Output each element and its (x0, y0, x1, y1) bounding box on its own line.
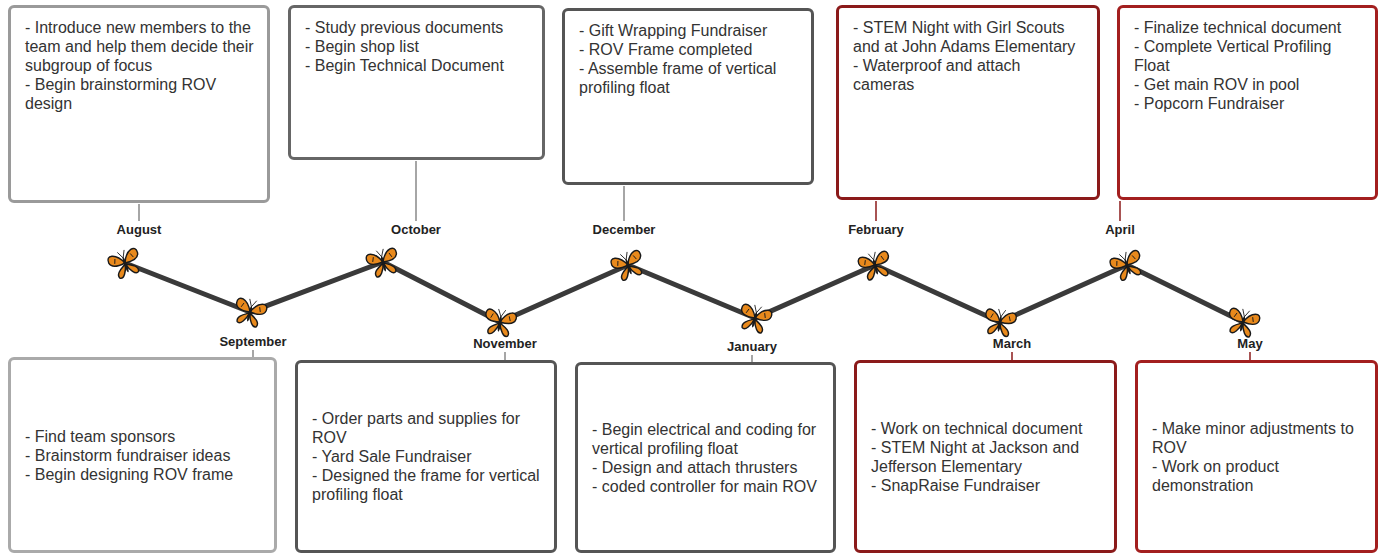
month-label: September (219, 334, 286, 349)
timeline-item: - STEM Night with Girl Scouts and at Joh… (853, 18, 1085, 56)
timeline-item: - Begin shop list (305, 37, 530, 56)
timeline-item: - Waterproof and attach cameras (853, 56, 1085, 94)
timeline-item: - Order parts and supplies for ROV (312, 409, 542, 447)
timeline-item: - ROV Frame completed (579, 40, 799, 59)
timeline-box: - STEM Night with Girl Scouts and at Joh… (836, 5, 1100, 200)
month-label: April (1105, 222, 1135, 237)
timeline-item: - Begin Technical Document (305, 56, 530, 75)
timeline-item: - Make minor adjustments to ROV (1152, 419, 1363, 457)
timeline-item: - STEM Night at Jackson and Jefferson El… (871, 438, 1102, 476)
timeline-item: - coded controller for main ROV (592, 477, 821, 496)
month-label: January (727, 339, 777, 354)
month-label: December (593, 222, 656, 237)
month-label: May (1237, 336, 1262, 351)
timeline-box: - Introduce new members to the team and … (8, 5, 270, 203)
month-label: March (993, 336, 1031, 351)
timeline-item: - Study previous documents (305, 18, 530, 37)
timeline-item: - Begin designing ROV frame (25, 465, 262, 484)
timeline-item: - Introduce new members to the team and … (25, 18, 255, 75)
month-label: October (391, 222, 441, 237)
timeline-item: - Brainstorm fundraiser ideas (25, 446, 262, 465)
timeline-box: - Make minor adjustments to ROV- Work on… (1135, 360, 1378, 553)
timeline-item: - Designed the frame for vertical profil… (312, 466, 542, 504)
butterflies (106, 246, 1261, 339)
timeline-line (125, 262, 1243, 322)
timeline-item: - Design and attach thrusters (592, 458, 821, 477)
timeline-box: - Begin electrical and coding for vertic… (575, 362, 836, 553)
timeline-item: - Begin electrical and coding for vertic… (592, 420, 821, 458)
timeline-item: - Begin brainstorming ROV design (25, 75, 255, 113)
timeline-box: - Find team sponsors- Brainstorm fundrai… (8, 357, 277, 553)
timeline-item: - Work on product demonstration (1152, 457, 1363, 495)
month-label: August (117, 222, 162, 237)
month-label: November (473, 336, 537, 351)
timeline-item: - Complete Vertical Profiling Float (1134, 37, 1363, 75)
timeline-item: - Find team sponsors (25, 427, 262, 446)
timeline-box: - Gift Wrapping Fundraiser- ROV Frame co… (562, 8, 814, 185)
timeline-item: - SnapRaise Fundraiser (871, 476, 1102, 495)
timeline-item: - Work on technical document (871, 419, 1102, 438)
timeline-box: - Order parts and supplies for ROV- Yard… (295, 360, 557, 553)
timeline-item: - Yard Sale Fundraiser (312, 447, 542, 466)
timeline-item: - Gift Wrapping Fundraiser (579, 21, 799, 40)
month-label: February (848, 222, 904, 237)
timeline-item: - Assemble frame of vertical profiling f… (579, 59, 799, 97)
timeline-item: - Popcorn Fundraiser (1134, 94, 1363, 113)
timeline-item: - Get main ROV in pool (1134, 75, 1363, 94)
timeline-item: - Finalize technical document (1134, 18, 1363, 37)
timeline-box: - Study previous documents- Begin shop l… (288, 5, 545, 160)
timeline-box: - Finalize technical document- Complete … (1117, 5, 1378, 200)
timeline-box: - Work on technical document- STEM Night… (854, 360, 1117, 553)
